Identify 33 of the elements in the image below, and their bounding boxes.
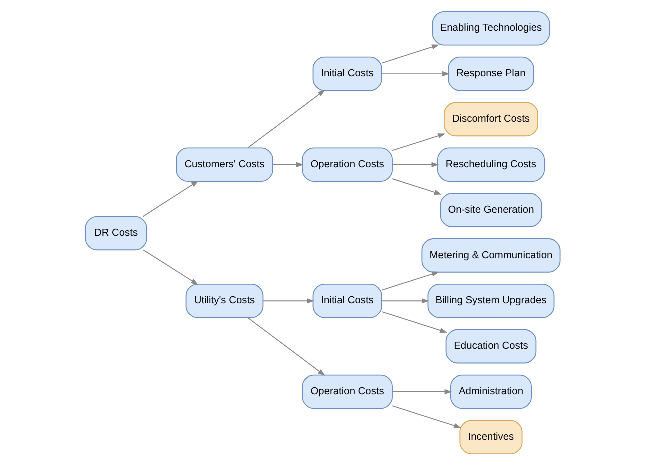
node-box: Initial Costs (312, 284, 382, 318)
node-box: Initial Costs (312, 56, 382, 92)
node-box: Operation Costs (302, 374, 393, 410)
arrow (392, 134, 446, 152)
arrow (382, 311, 448, 334)
node-box: Enabling Technologies (432, 11, 550, 46)
node-box: Operation Costs (302, 148, 393, 182)
arrow (382, 272, 440, 291)
node-box: Rescheduling Costs (437, 148, 545, 182)
node-box: Utility's Costs (186, 284, 264, 318)
arrow (142, 180, 199, 218)
arrow (272, 162, 304, 168)
node-box: Customers' Costs (176, 148, 274, 182)
node-box: Incentives (460, 420, 523, 455)
node-box: On-site Generation (440, 193, 542, 228)
arrow (382, 44, 440, 64)
arrow (262, 298, 315, 304)
arrow (143, 250, 199, 286)
node-box: Metering & Communication (422, 238, 561, 273)
arrow (248, 318, 326, 376)
arrow (382, 298, 430, 304)
node-box: DR Costs (85, 216, 148, 251)
arrow (382, 71, 450, 77)
node-box: Discomfort Costs (444, 102, 538, 137)
node-box: Administration (450, 374, 532, 410)
node-box: Billing System Upgrades (428, 284, 555, 318)
arrow (392, 178, 442, 195)
arrow (248, 90, 326, 148)
node-box: Response Plan (448, 56, 534, 92)
arrow (392, 162, 440, 168)
arrow (392, 389, 452, 395)
node-box: Education Costs (446, 329, 537, 364)
arrow (392, 406, 462, 428)
